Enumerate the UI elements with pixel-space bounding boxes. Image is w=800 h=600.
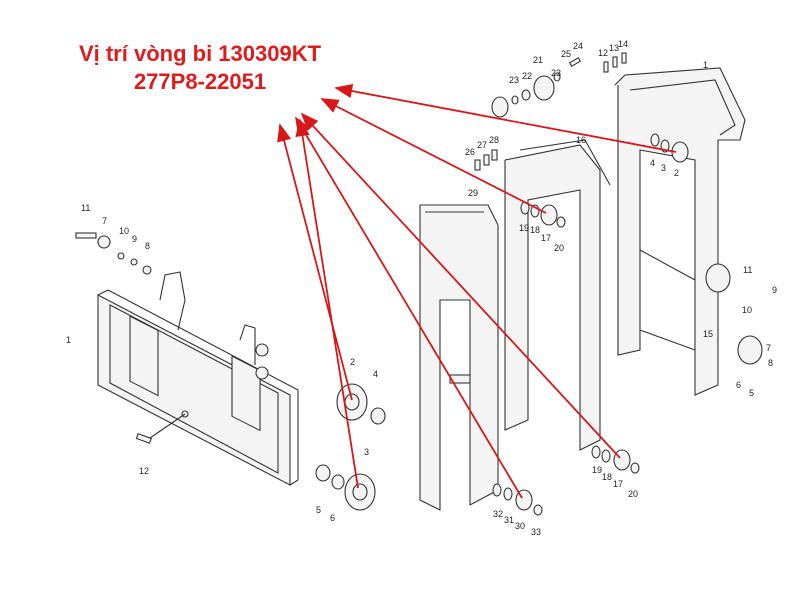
- arrow-carriage-upper-roller: [277, 123, 353, 401]
- part-label: 11: [743, 265, 752, 275]
- annotation-part-number: 277P8-22051: [133, 69, 267, 94]
- part-label: 32: [493, 509, 503, 519]
- arrow-outer-mast-bearing: [334, 83, 677, 153]
- part-label: 26: [465, 147, 475, 157]
- part-label: 8: [768, 358, 773, 368]
- part-label: 19: [519, 223, 529, 233]
- part-label: 31: [504, 515, 514, 525]
- inner-mast-assembly: 29 26 27 28 16 19 18 17 20 32 31 30 33 1…: [419, 135, 640, 537]
- part-label: 4: [650, 158, 655, 168]
- part-label: 5: [316, 505, 321, 515]
- part-label: 20: [628, 489, 638, 499]
- part-label: 15: [703, 329, 713, 339]
- arrow-inner-mast-bottom-bearing: [295, 116, 523, 499]
- part-label: 2: [350, 357, 355, 367]
- part-label: 20: [554, 243, 564, 253]
- arrow-carriage-lower-roller: [295, 118, 359, 489]
- part-label: 17: [613, 479, 623, 489]
- part-label: 29: [468, 188, 478, 198]
- part-label: 22: [522, 71, 532, 81]
- part-label: 3: [364, 447, 369, 457]
- part-label: 27: [477, 140, 487, 150]
- part-label: 25: [561, 49, 571, 59]
- part-label: 1: [703, 60, 708, 70]
- part-label: 16: [576, 135, 586, 145]
- part-label: 1: [66, 335, 71, 345]
- part-label: 10: [742, 305, 752, 315]
- part-label: 2: [674, 168, 679, 178]
- arrow-inner-mast-upper-bearing: [320, 98, 547, 214]
- part-label: 13: [609, 43, 619, 53]
- bearing-pointer-arrows: [277, 83, 677, 499]
- part-label: 10: [119, 226, 129, 236]
- part-label: 17: [541, 233, 551, 243]
- part-label: 23: [551, 68, 561, 78]
- part-label: 9: [132, 234, 137, 244]
- part-label: 30: [515, 521, 525, 531]
- arrow-inner-mast-lower-bearing: [300, 112, 621, 459]
- part-label: 3: [661, 163, 666, 173]
- part-label: 18: [530, 225, 540, 235]
- part-label: 8: [145, 241, 150, 251]
- part-label: 7: [102, 216, 107, 226]
- part-label: 12: [139, 466, 149, 476]
- part-label: 19: [592, 465, 602, 475]
- part-label: 23: [509, 75, 519, 85]
- part-label: 5: [749, 388, 754, 398]
- part-label: 21: [533, 55, 543, 65]
- carriage-assembly: 11 7 10 9 8 1 12 2 4 3 5 6: [66, 203, 386, 523]
- outer-mast-assembly: 24 25 21 23 22 23 12 13 14 1 4 3 2 11 9 …: [491, 39, 777, 398]
- part-label: 28: [489, 135, 499, 145]
- part-label: 11: [81, 203, 90, 213]
- part-label: 18: [602, 472, 612, 482]
- part-label: 4: [373, 369, 378, 379]
- part-label: 14: [618, 39, 628, 49]
- part-label: 33: [531, 527, 541, 537]
- part-label: 7: [766, 343, 771, 353]
- part-label: 9: [772, 285, 777, 295]
- annotation-title: Vị trí vòng bi 130309KT: [78, 41, 322, 66]
- part-label: 6: [736, 380, 741, 390]
- part-label: 6: [330, 513, 335, 523]
- part-label: 12: [598, 48, 608, 58]
- part-label: 24: [573, 41, 583, 51]
